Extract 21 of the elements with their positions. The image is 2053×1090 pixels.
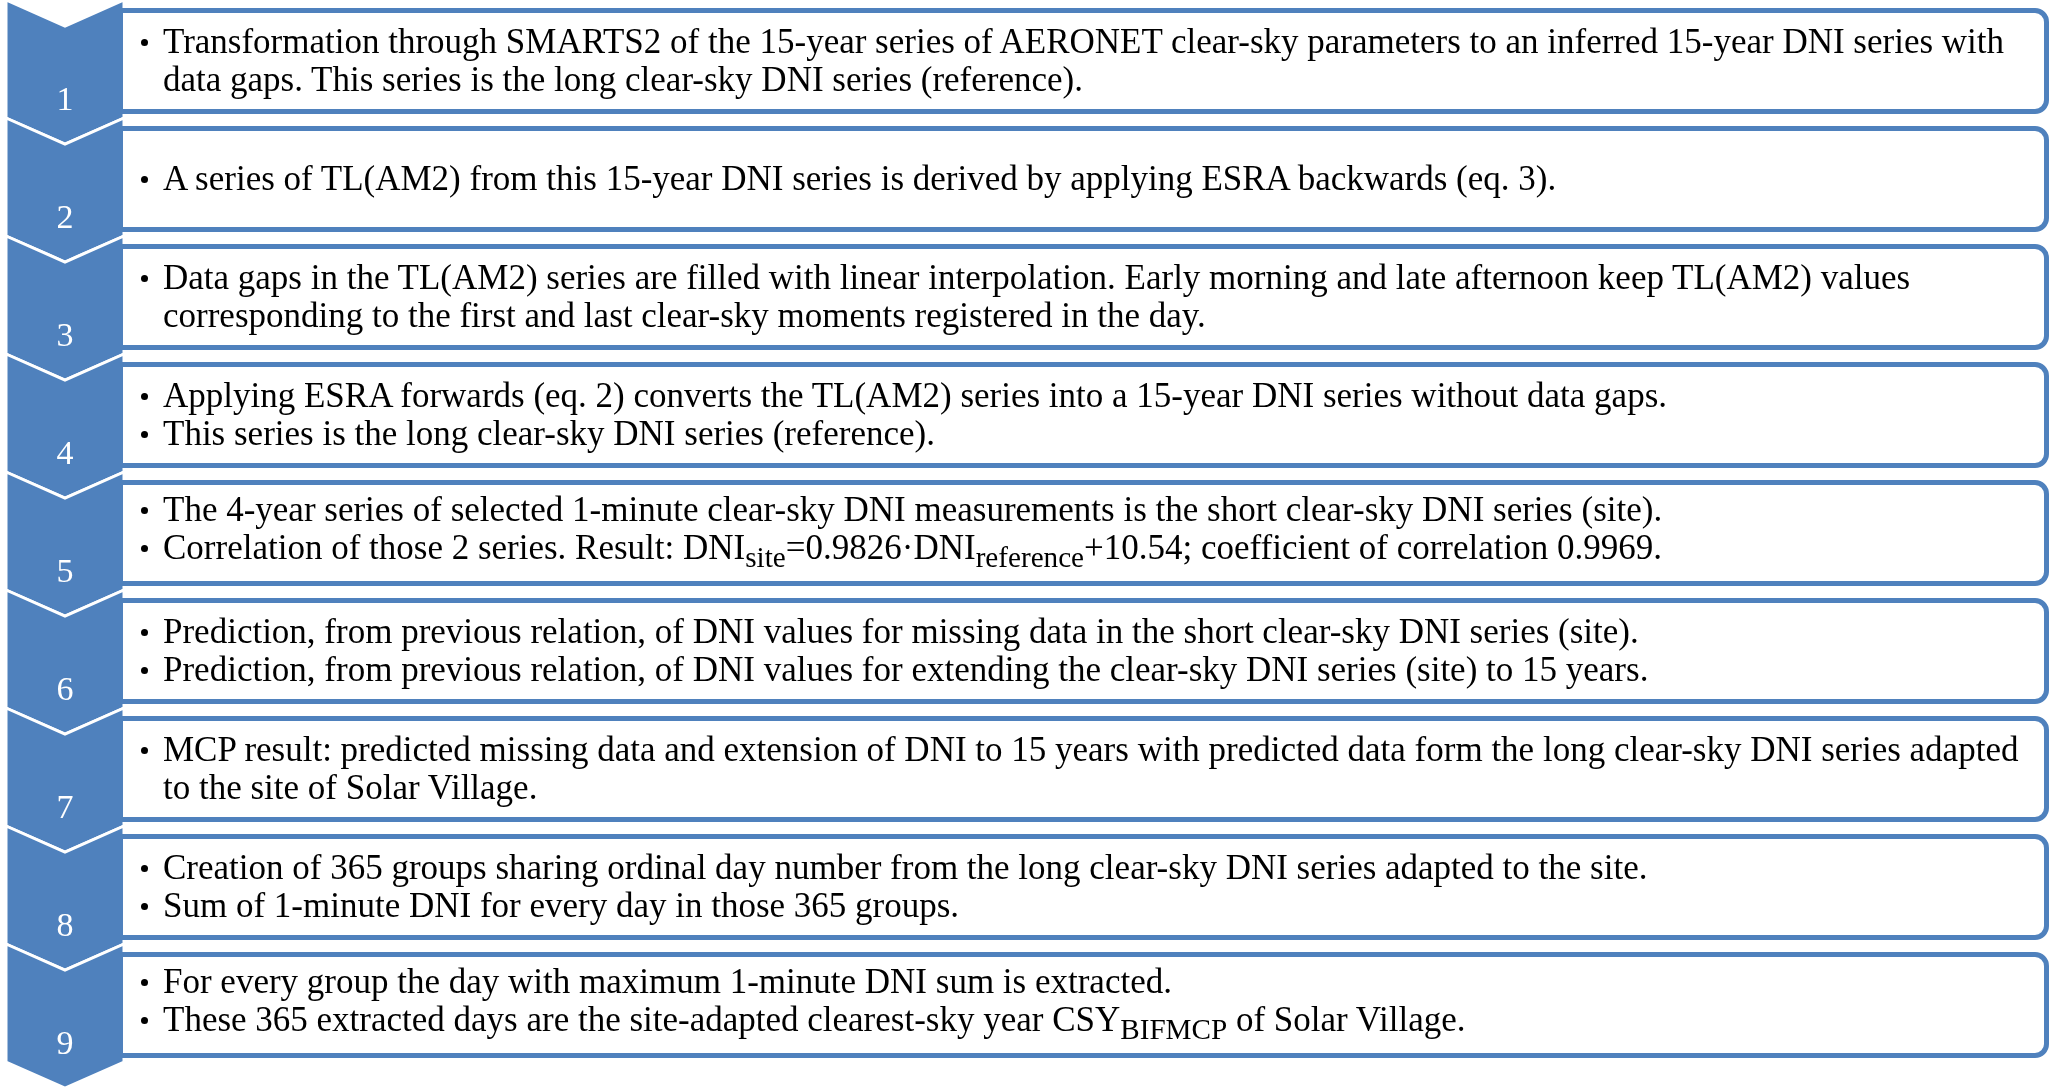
step-number: 4 [55, 434, 75, 472]
step-text: Applying ESRA forwards (eq. 2) converts the TL(AM2) series into a 15-year DNI series without data gaps. [163, 376, 1667, 415]
step-text: For every group the day with maximum 1-minute DNI sum is extracted. [163, 961, 1172, 1001]
step-number: 9 [55, 1024, 75, 1062]
step-text: A series of TL(AM2) from this 15-year DNI series is derived by applying ESRA backwards (eq. 3). [163, 159, 1557, 198]
step-text: Prediction, from previous relation, of DNI values for extending the clear-sky DNI series (site) to 15 years. [163, 650, 1649, 689]
step-number: 2 [55, 198, 75, 236]
step-text: Creation of 365 groups sharing ordinal day number from the long clear-sky DNI series adapted to the site. [163, 848, 1648, 887]
step-number: 5 [55, 552, 75, 590]
step-text: This series is the long clear-sky DNI series (reference). [163, 414, 935, 453]
step-number: 3 [55, 316, 75, 354]
step-text: Data gaps in the TL(AM2) series are filled with linear interpolation. Early morning and late afternoon keep TL(AM2) values corresponding to the first and last clear-sky moments registered in the day. [163, 258, 1911, 335]
step-text: MCP result: predicted missing data and extension of DNI to 15 years with predicted data form the long clear-sky DNI series adapted to the site of Solar Village. [163, 730, 2019, 807]
step-number: 8 [55, 906, 75, 944]
step-number: 7 [55, 788, 75, 826]
step-text: The 4-year series of selected 1-minute clear-sky DNI measurements is the short clear-sky DNI series (site). [163, 489, 1663, 529]
step-number: 1 [55, 80, 75, 118]
step-text: Prediction, from previous relation, of DNI values for missing data in the short clear-sky DNI series (site). [163, 612, 1639, 651]
step-text: Sum of 1-minute DNI for every day in those 365 groups. [163, 886, 960, 925]
step-text: Transformation through SMARTS2 of the 15-year series of AERONET clear-sky parameters to an inferred 15-year DNI series with data gaps. This series is the long clear-sky DNI series (reference). [163, 22, 2005, 99]
step-number: 6 [55, 670, 75, 708]
